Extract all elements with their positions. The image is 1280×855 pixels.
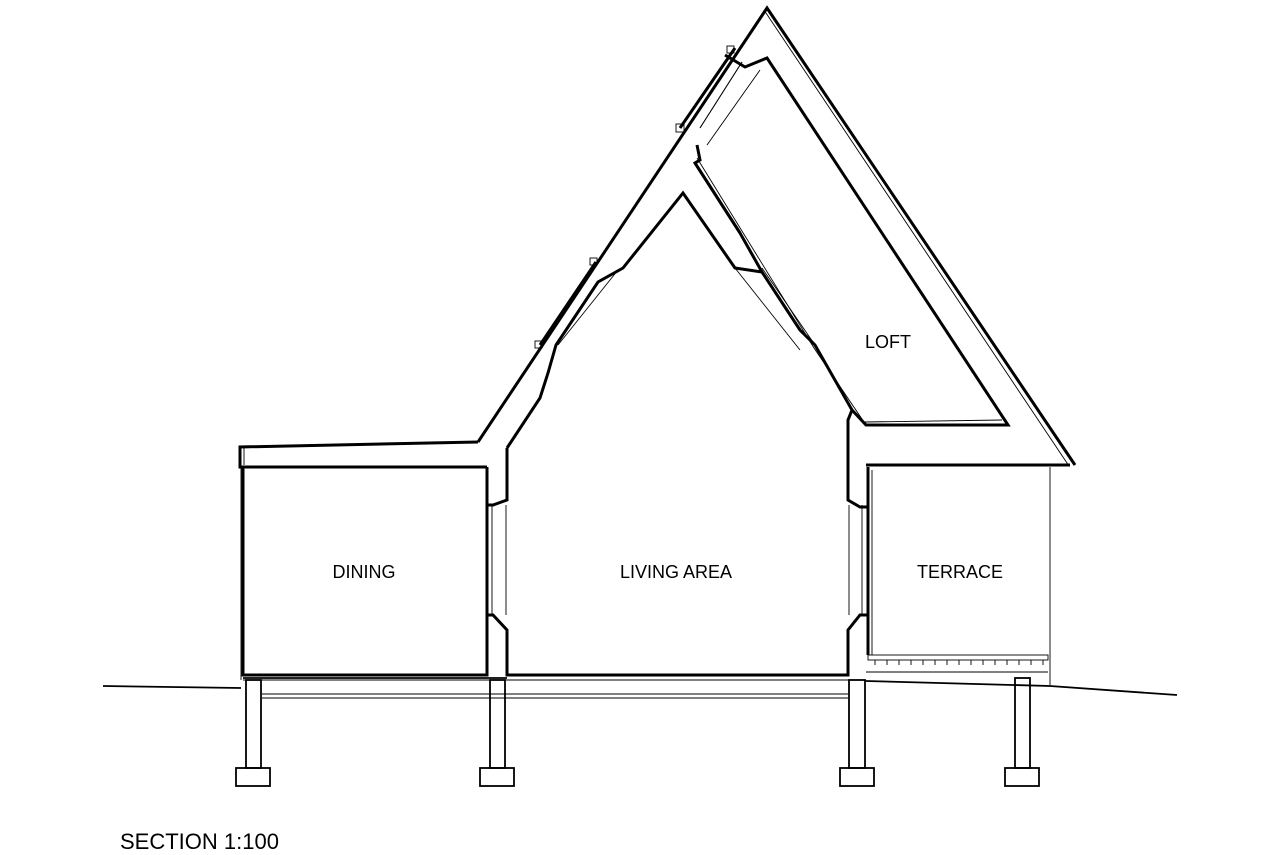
ground-line-right xyxy=(865,680,1178,696)
pier xyxy=(235,679,271,787)
pier xyxy=(479,679,515,787)
roof-window-upper-glass xyxy=(699,61,743,129)
living-wall-left xyxy=(487,448,509,507)
window-flashing xyxy=(726,45,735,54)
label-terrace: TERRACE xyxy=(917,562,1003,582)
gable-window-glass xyxy=(734,267,801,351)
drawing-title: SECTION 1:100 xyxy=(120,829,279,854)
deck-hatch xyxy=(874,660,1044,665)
window-flashing xyxy=(589,257,598,266)
loft-floor xyxy=(693,162,764,273)
pier xyxy=(839,679,875,787)
pier xyxy=(1004,677,1040,787)
roof-window-lower-glass xyxy=(557,269,619,346)
loft-edge-double xyxy=(696,157,1003,423)
label-dining: DINING xyxy=(333,562,396,582)
terrace-deck xyxy=(867,654,1049,661)
gable-window-glass2 xyxy=(761,267,816,346)
roof-window-upper-outer xyxy=(678,47,737,129)
window-flashing xyxy=(534,340,543,349)
ground-line-left xyxy=(102,685,242,689)
window-flashing xyxy=(675,123,685,133)
roof-window-lower-outer xyxy=(538,261,598,346)
dining-room xyxy=(241,465,489,677)
living-wall-right xyxy=(846,409,868,509)
label-living-area: LIVING AREA xyxy=(620,562,732,582)
roof-outer-skin xyxy=(763,9,1070,467)
dining-roof xyxy=(238,440,479,469)
label-loft: LOFT xyxy=(865,332,911,352)
roof-window-upper-glass2 xyxy=(706,69,761,146)
roof-outer xyxy=(476,5,1077,466)
living-wall-left-lower xyxy=(487,613,868,677)
